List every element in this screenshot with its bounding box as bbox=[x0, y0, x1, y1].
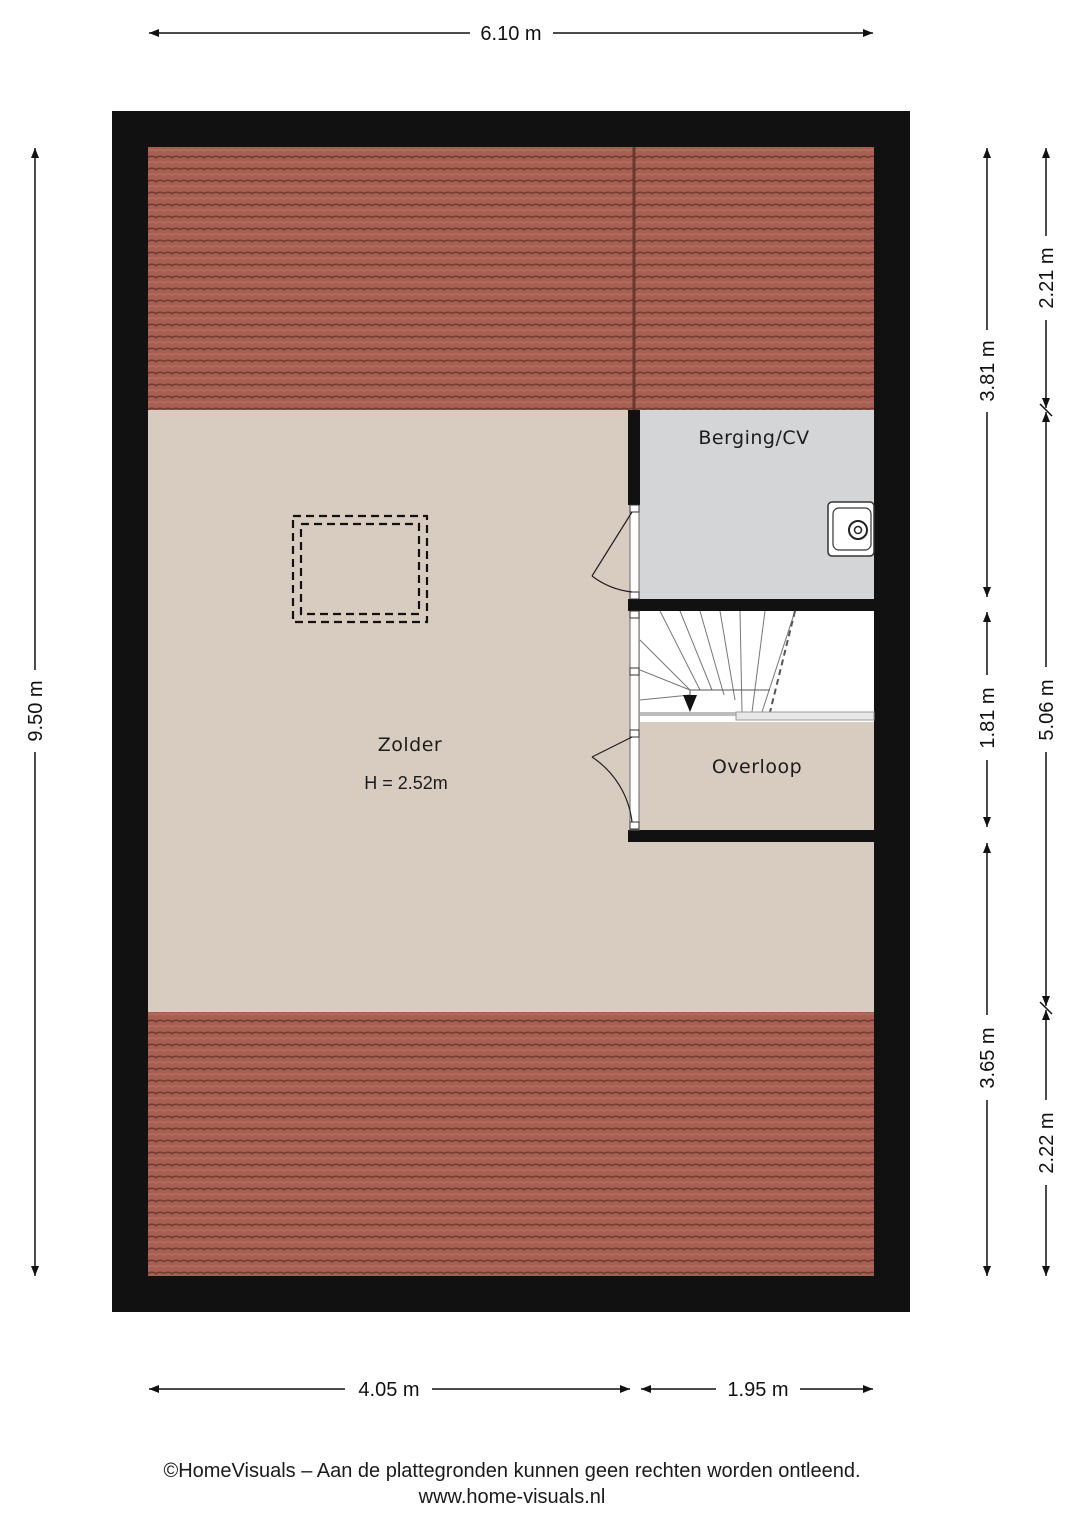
door-swing-berging bbox=[591, 511, 633, 593]
stair-direction-arrow bbox=[683, 695, 697, 712]
dimension-right-outer-label-2: 5.06 m bbox=[1036, 679, 1058, 740]
dimension-right-outer-label-1: 2.21 m bbox=[1036, 247, 1058, 308]
dimension-bottom-right-label: 1.95 m bbox=[727, 1379, 788, 1401]
stair-area bbox=[640, 611, 874, 722]
dimension-right-inner-label-3: 3.65 m bbox=[977, 1027, 999, 1088]
interior-wall-overloop-bottom bbox=[628, 830, 874, 842]
interior-wall-berging-left bbox=[628, 410, 640, 505]
interior-wall-berging-bottom bbox=[628, 599, 874, 611]
stair-landing-edge bbox=[735, 711, 875, 721]
room-label-zolder: Zolder bbox=[378, 734, 442, 756]
staircase bbox=[639, 610, 796, 713]
roof-tiles-top bbox=[148, 147, 874, 410]
dimension-right-inner-label-2: 1.81 m bbox=[977, 687, 999, 748]
dimension-left-label: 9.50 m bbox=[25, 680, 47, 741]
footer-copyright: ©HomeVisuals – Aan de plattegronden kunn… bbox=[163, 1460, 861, 1482]
room-label-overloop: Overloop bbox=[712, 756, 802, 778]
boiler-icon bbox=[827, 501, 875, 557]
roof-hatch bbox=[291, 514, 429, 624]
dimension-right-inner-label-1: 3.81 m bbox=[977, 340, 999, 401]
room-height-zolder: H = 2.52m bbox=[364, 773, 448, 793]
door-frame-berging bbox=[629, 504, 640, 600]
roof-tiles-bottom bbox=[148, 1012, 874, 1276]
dimension-top-label: 6.10 m bbox=[480, 23, 541, 45]
dimension-right-outer-label-3: 2.22 m bbox=[1036, 1112, 1058, 1173]
footer-website-link[interactable]: www.home-visuals.nl bbox=[418, 1486, 606, 1508]
door-frame-stairs bbox=[629, 610, 640, 831]
dimension-bottom-left-label: 4.05 m bbox=[358, 1379, 419, 1401]
overloop-floor bbox=[640, 722, 874, 830]
door-swing-overloop bbox=[591, 736, 633, 823]
room-label-berging: Berging/CV bbox=[698, 427, 809, 449]
